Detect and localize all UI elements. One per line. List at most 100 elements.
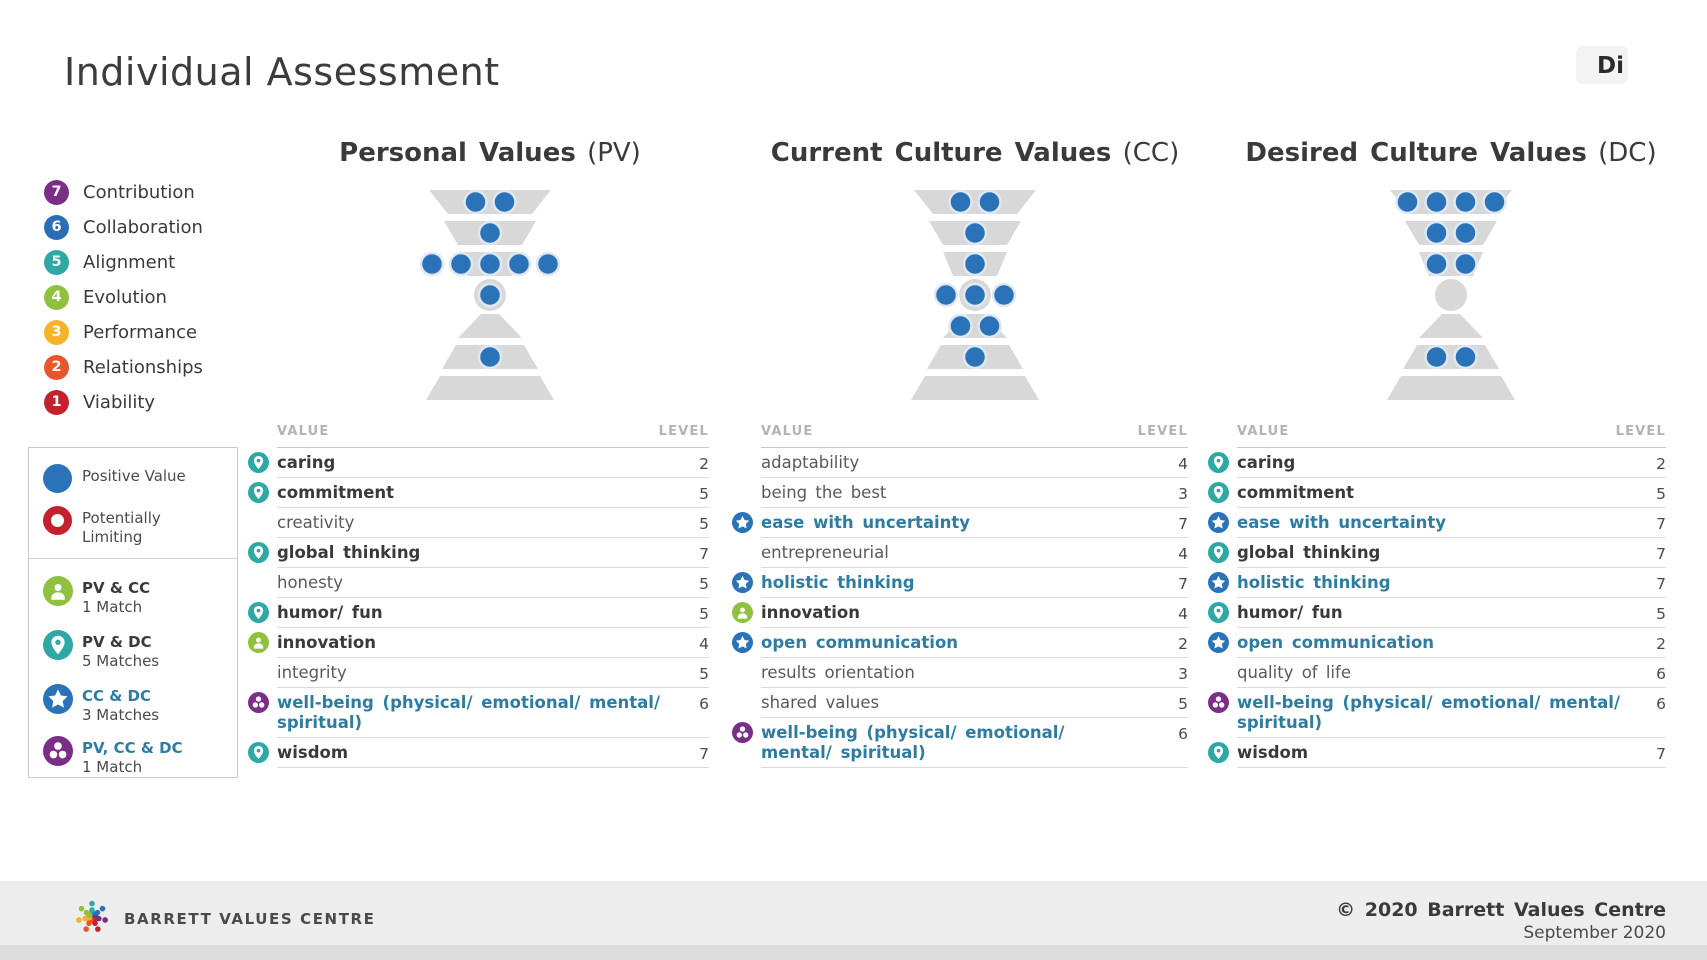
value-cell: wisdom <box>277 743 349 762</box>
group-icon <box>43 736 73 766</box>
match-label: CC & DC <box>82 687 152 705</box>
level-cell: 4 <box>699 635 709 653</box>
level-cell: 7 <box>1656 575 1666 593</box>
page-title: Individual Assessment <box>64 50 500 94</box>
table-row: commitment 5 <box>1208 478 1666 508</box>
level-label: Alignment <box>83 252 176 273</box>
table-row: creativity 5 <box>277 508 709 538</box>
column-title-pv: Personal Values (PV) <box>220 138 760 168</box>
pin-icon <box>248 482 269 503</box>
level-label: Performance <box>83 322 198 343</box>
value-column-header: VALUE <box>761 424 814 439</box>
value-cell: global thinking <box>277 543 421 562</box>
footer-copyright: © 2020 Barrett Values Centre September 2… <box>1336 899 1666 943</box>
value-cell: innovation <box>277 633 376 652</box>
level-cell: 5 <box>699 515 709 533</box>
value-column-header: VALUE <box>277 424 330 439</box>
level-cell: 7 <box>1656 745 1666 763</box>
level-cell: 3 <box>1178 485 1188 503</box>
level-cell: 4 <box>1178 455 1188 473</box>
legend-item: Potentially Limiting <box>43 506 207 547</box>
value-cell: innovation <box>761 603 860 622</box>
level-cell: 6 <box>1656 695 1666 713</box>
pin-icon <box>1208 542 1229 563</box>
value-cell: integrity <box>277 663 347 682</box>
column-title-pv-abbr: (PV) <box>587 138 641 168</box>
report-date: September 2020 <box>1523 923 1666 943</box>
level-cell: 5 <box>699 575 709 593</box>
column-title-cc-text: Current Culture Values <box>770 138 1112 168</box>
pin-icon <box>43 630 73 660</box>
value-cell: commitment <box>277 483 395 502</box>
table-row: well-being (physical/ emotional/ mental/… <box>248 688 709 738</box>
star-icon <box>1208 512 1229 533</box>
barrett-pinwheel-icon <box>70 895 114 939</box>
value-cell: shared values <box>761 693 880 712</box>
level-cell: 5 <box>699 605 709 623</box>
value-cell: being the best <box>761 483 887 502</box>
level-number-badge: 1 <box>44 390 69 415</box>
value-cell: well-being (physical/ emotional/ mental/… <box>277 693 660 732</box>
level-cell: 7 <box>1656 515 1666 533</box>
level-column-header: LEVEL <box>1137 424 1188 439</box>
person-icon <box>248 632 269 653</box>
level-cell: 2 <box>1656 455 1666 473</box>
level-column-header: LEVEL <box>658 424 709 439</box>
match-count: 3 Matches <box>82 706 160 724</box>
legend-label: Positive Value <box>82 467 186 485</box>
legend-item: Positive Value <box>43 464 207 494</box>
person-name: Di <box>1597 53 1624 79</box>
star-icon <box>1208 632 1229 653</box>
value-cell: creativity <box>277 513 355 532</box>
level-cell: 6 <box>1656 665 1666 683</box>
values-funnel-dc <box>1321 188 1581 412</box>
level-column-header: LEVEL <box>1615 424 1666 439</box>
level-label: Evolution <box>83 287 167 308</box>
level-cell: 5 <box>1656 605 1666 623</box>
level-cell: 7 <box>1656 545 1666 563</box>
level-cell: 6 <box>699 695 709 713</box>
footer-logo-text: BARRETT VALUES CENTRE <box>124 910 376 928</box>
group-icon <box>732 722 753 743</box>
values-funnel-pv <box>360 188 620 412</box>
pin-icon <box>248 742 269 763</box>
value-cell: holistic thinking <box>1237 573 1391 592</box>
group-icon <box>1208 692 1229 713</box>
value-cell: ease with uncertainty <box>761 513 971 532</box>
table-row: global thinking 7 <box>248 538 709 568</box>
value-cell: commitment <box>1237 483 1355 502</box>
value-cell: caring <box>1237 453 1296 472</box>
level-cell: 5 <box>1656 485 1666 503</box>
person-name-background <box>1576 46 1628 84</box>
column-title-pv-text: Personal Values <box>339 138 576 168</box>
match-count: 1 Match <box>82 598 143 616</box>
level-cell: 6 <box>1178 725 1188 743</box>
value-cell: open communication <box>1237 633 1435 652</box>
star-icon <box>1208 572 1229 593</box>
match-label: PV & DC <box>82 633 152 651</box>
value-cell: honesty <box>277 573 343 592</box>
potentially-limiting-ring-icon <box>43 506 72 535</box>
level-cell: 7 <box>699 545 709 563</box>
value-cell: well-being (physical/ emotional/ mental/… <box>1237 693 1620 732</box>
legend-divider <box>29 558 237 559</box>
level-cell: 2 <box>699 455 709 473</box>
star-icon <box>732 512 753 533</box>
table-row: holistic thinking 7 <box>1208 568 1666 598</box>
match-label: PV & CC <box>82 579 151 597</box>
level-cell: 7 <box>1178 575 1188 593</box>
level-number-badge: 4 <box>44 285 69 310</box>
